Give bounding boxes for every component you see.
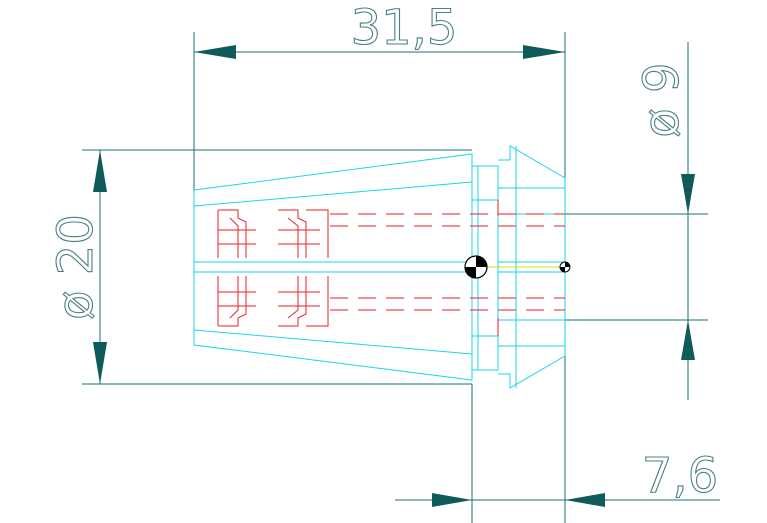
arrow-31-right [523,45,565,59]
arrow-9-bottom [681,320,695,360]
dimension-outer-diameter-label: ø 20 [48,214,104,320]
centre-of-gravity-symbol-small [559,261,571,273]
arrow-7-left [432,493,472,507]
dimension-lines [82,32,720,523]
arrow-20-bottom [93,342,107,384]
arrow-7-right [565,493,605,507]
arrow-20-top [93,150,107,192]
arrow-9-top [681,174,695,214]
hidden-features [217,200,565,336]
dimension-arrows [93,45,695,507]
dimension-bore-diameter-label: ø 9 [634,62,690,137]
arrow-31-left [194,45,236,59]
dimension-offset-label: 7,6 [642,448,718,504]
centre-marks [464,255,571,279]
centre-of-gravity-symbol-large [464,255,488,279]
dimension-length-label: 31,5 [351,0,458,56]
